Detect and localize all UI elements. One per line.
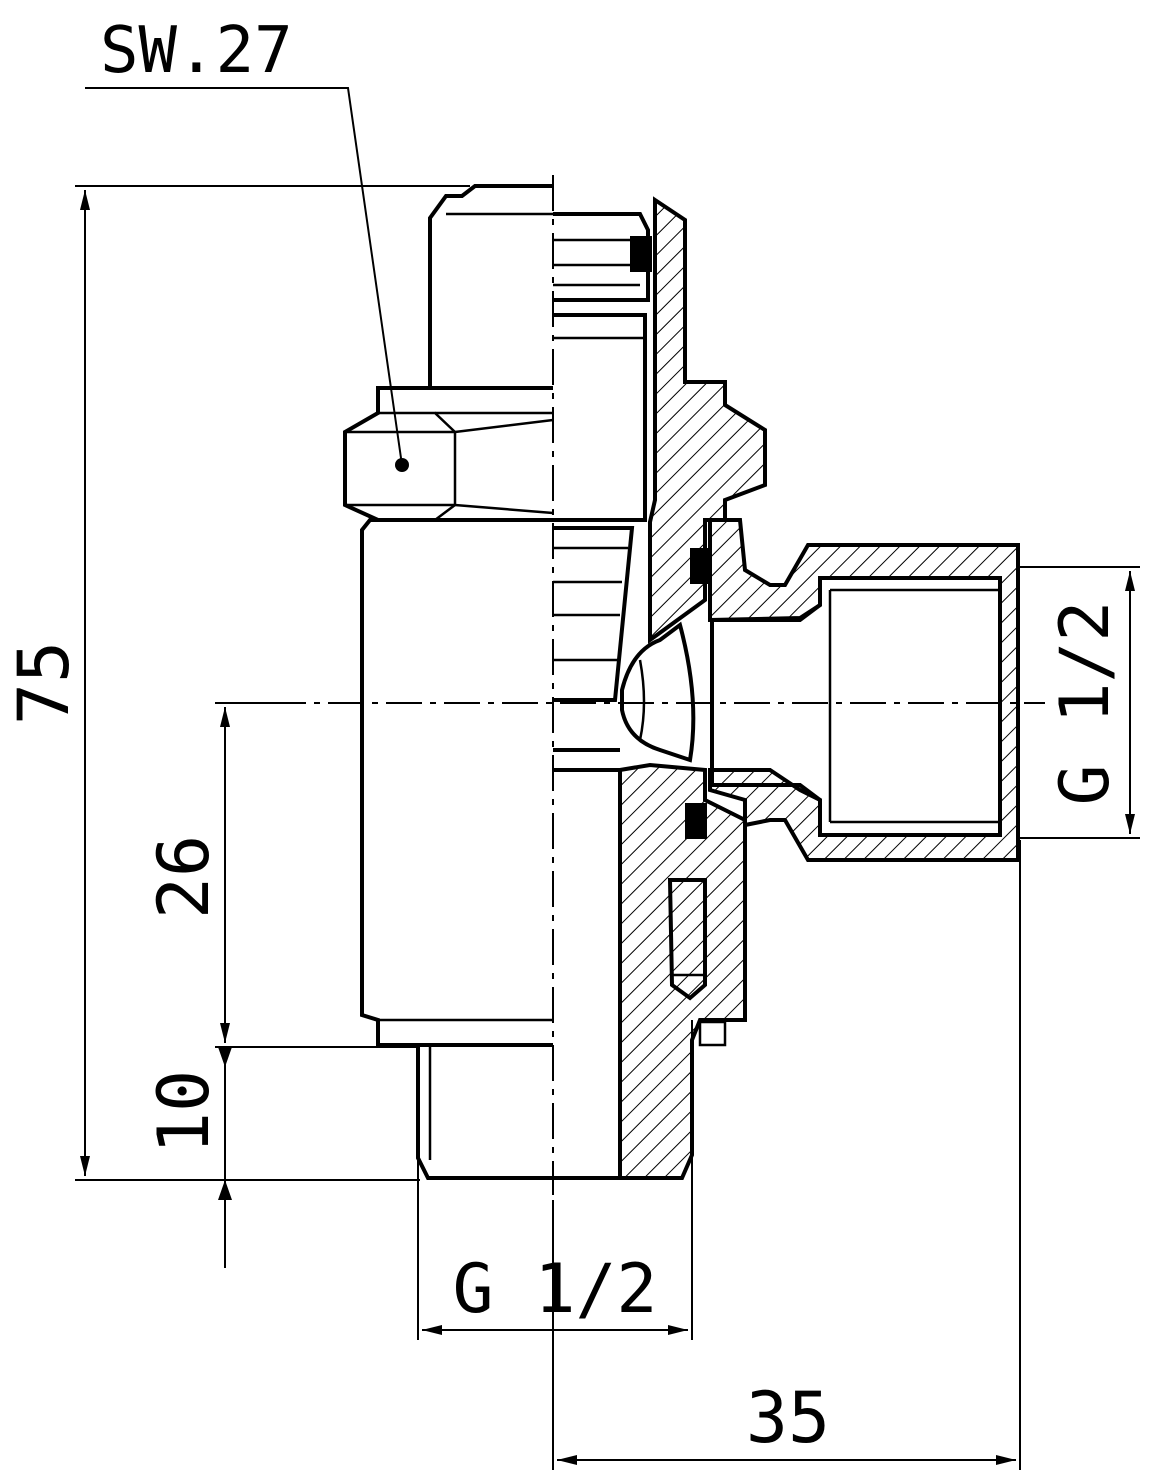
dimension-inlet-thread: G 1/2 [417,1020,693,1340]
arrow-10 [218,1180,232,1200]
dimension-label-outlet-thread: G 1/2 [1046,601,1125,806]
cartridge-outline [553,212,650,302]
inlet-thread-outline [416,1043,553,1180]
valve-disc-arc [638,659,646,741]
bottom-seal [698,1020,727,1047]
outlet-branch-section [708,518,1020,862]
cap-outline [428,184,553,390]
outlet-bore [710,576,1002,837]
callout-leader [85,87,403,466]
wrench-size-callout: SW.27 [85,14,409,472]
housing-lower-section [618,762,747,1180]
dimension-label-10: 10 [143,1070,225,1154]
dimension-thread-length: 10 [143,1047,232,1268]
dimension-label-26: 26 [143,835,225,919]
wrench-size-label: SW.27 [100,14,293,88]
o-ring-outlet-upper [690,548,712,584]
dimension-label-35: 35 [746,1377,830,1459]
hex-nut-outline [343,386,553,522]
dimension-outlet-offset: 35 [552,840,1021,1470]
exterior-view [343,184,554,1180]
dimension-label-inlet-thread: G 1/2 [453,1250,658,1329]
o-ring-top [630,236,652,272]
valve-seat-outline [553,526,635,702]
stem-outline [553,313,647,522]
o-ring-outlet-lower [685,803,707,839]
arrow-10-top [218,1047,232,1067]
dimension-label-75: 75 [3,641,85,725]
dimension-outlet-height: 26 [143,702,420,1048]
section-view [553,196,1020,1180]
housing-section [648,196,767,644]
valve-disc [620,621,696,763]
body-outline [360,518,553,1047]
dimension-overall-height: 75 [3,185,470,1181]
check-valve-pocket [667,878,707,1001]
callout-dot [395,458,409,472]
dimension-outlet-thread: G 1/2 [1020,566,1140,839]
centre-lines [270,175,1045,1195]
hex-nut-chamfer [435,411,554,515]
